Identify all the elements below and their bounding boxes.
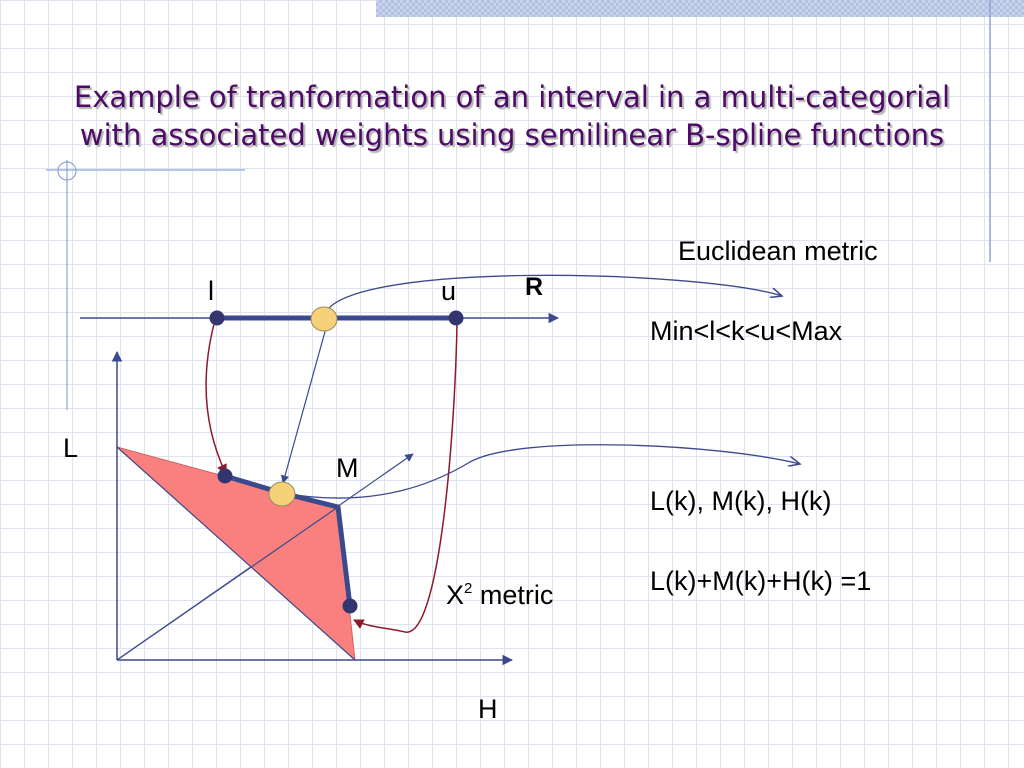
label-M: M <box>336 453 359 483</box>
interval-image-path <box>224 473 353 607</box>
note-functions: L(k), M(k), H(k) <box>650 486 831 516</box>
mapping-arrow-l <box>205 323 227 475</box>
midpoint-k <box>310 306 338 332</box>
image-endpoint-l <box>217 468 233 484</box>
decorative-guide-lines <box>46 0 991 410</box>
label-x2-metric: X2 metric <box>446 580 553 610</box>
mapping-arrow-u <box>353 323 458 633</box>
endpoint-l <box>209 310 225 326</box>
mapping-arrow-k <box>280 327 327 484</box>
slide-title: Example of tranformation of an interval … <box>40 78 984 154</box>
diagonal-axis-overlay <box>116 506 339 661</box>
label-u: u <box>441 276 456 306</box>
decorative-header-band <box>376 0 1024 17</box>
title-line-1: Example of tranformation of an interval … <box>73 80 951 114</box>
label-L: L <box>63 433 78 463</box>
x2-base: X <box>446 580 464 610</box>
note-euclidean-metric: Euclidean metric <box>678 236 878 266</box>
label-H: H <box>478 694 498 724</box>
endpoint-u <box>448 310 464 326</box>
note-order-condition: Min<l<k<u<Max <box>650 316 843 346</box>
image-endpoint-u <box>342 598 358 614</box>
label-R: R <box>525 273 543 301</box>
pointer-arrow-euclidean <box>323 274 782 319</box>
note-sum-condition: L(k)+M(k)+H(k) =1 <box>650 566 871 596</box>
label-l: l <box>208 276 214 306</box>
triangle-base-edge <box>116 446 356 661</box>
x2-superscript: 2 <box>464 580 472 597</box>
pointer-arrow-functions <box>281 444 800 499</box>
title-line-2: with associated weights using semilinear… <box>79 118 945 152</box>
x2-rest: metric <box>472 580 553 610</box>
image-midpoint-k <box>268 481 296 507</box>
